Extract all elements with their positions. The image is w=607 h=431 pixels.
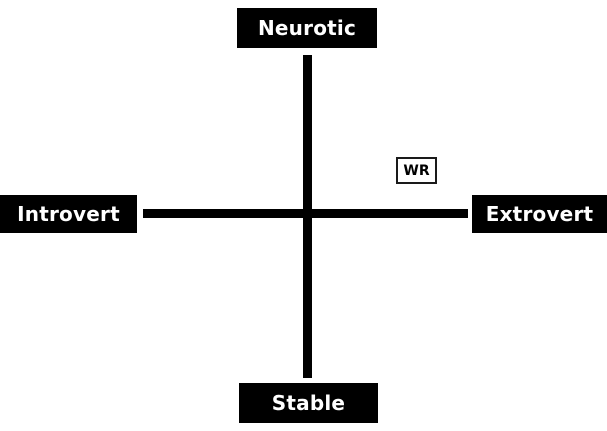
axis-label-introvert: Introvert (0, 195, 137, 233)
axis-label-stable: Stable (239, 383, 378, 423)
axis-label-extrovert: Extrovert (472, 195, 607, 233)
horizontal-axis-line (143, 209, 468, 218)
axis-label-neurotic: Neurotic (237, 8, 377, 48)
wr-position-marker[interactable]: WR (396, 157, 437, 184)
